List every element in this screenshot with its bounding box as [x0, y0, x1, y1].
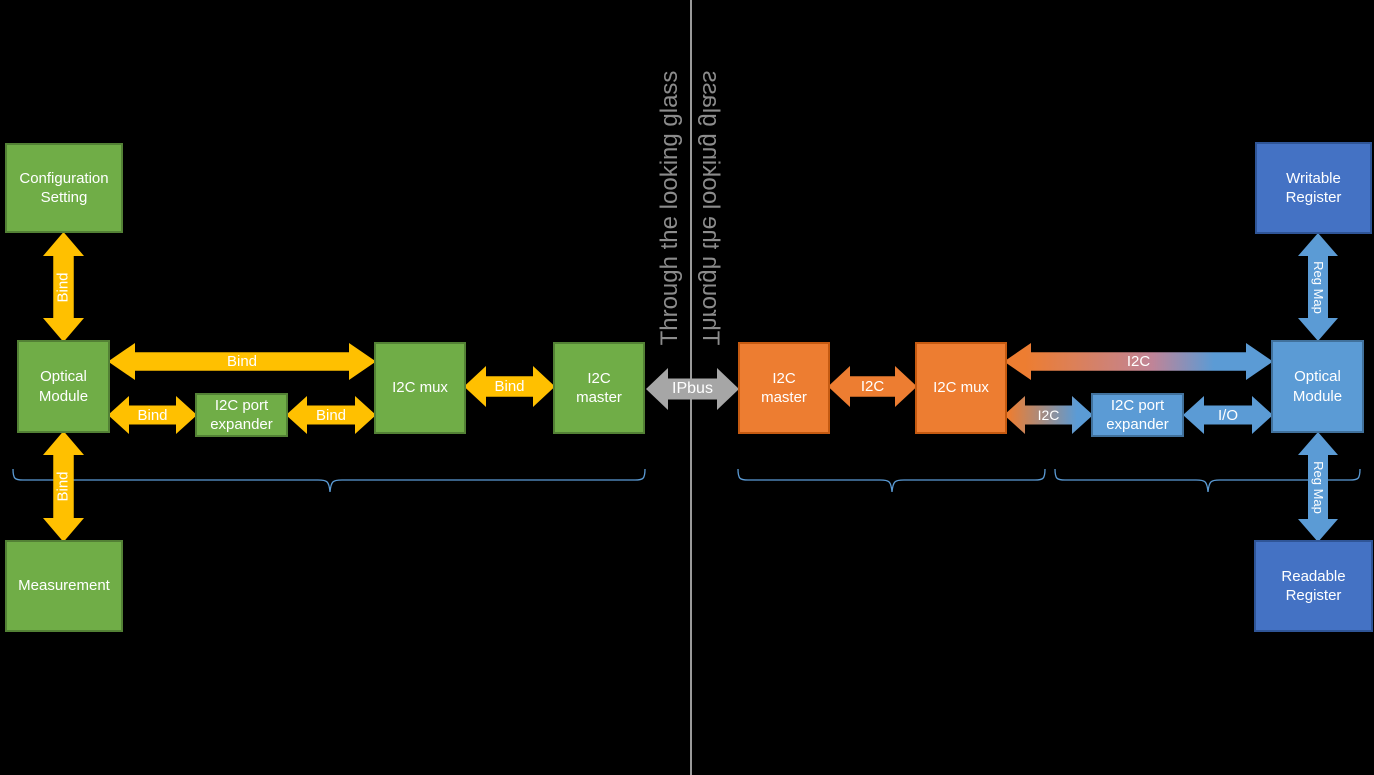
mirror-text-left: Through the looking glass [656, 70, 683, 346]
box-writable-register: Writable Register [1255, 142, 1372, 234]
box-i2c-mux-left: I2C mux [374, 342, 466, 434]
box-label: I2C master [761, 369, 807, 406]
box-configuration-setting: Configuration Setting [5, 143, 123, 233]
arrow-label: Bind [494, 378, 525, 395]
arrow-label: Bind [55, 471, 72, 502]
box-label: Readable Register [1281, 567, 1346, 604]
arrow-label: I2C [860, 378, 885, 395]
box-label: I2C mux [933, 379, 989, 397]
box-label: Optical Module [38, 368, 89, 405]
box-measurement: Measurement [5, 540, 123, 632]
box-i2c-port-expander-right: I2C port expander [1091, 393, 1184, 437]
box-label: Optical Module [1292, 368, 1343, 405]
box-label: Measurement [18, 577, 110, 595]
arrow-label: Bind [55, 271, 72, 303]
box-i2c-master-right: I2C master [738, 342, 830, 434]
box-optical-module-right: Optical Module [1271, 340, 1364, 433]
arrow-label: I2C [1037, 407, 1060, 423]
box-i2c-mux-right: I2C mux [915, 342, 1007, 434]
brace-left-group [12, 468, 646, 493]
box-label: I2C mux [392, 379, 448, 397]
box-i2c-master-left: I2C master [553, 342, 645, 434]
box-label: Configuration Setting [19, 169, 109, 206]
arrow-label: Bind [226, 353, 258, 370]
box-label: I2C port expander [210, 396, 273, 433]
arrow-label: Reg Map [1310, 460, 1326, 514]
arrow-label: Bind [137, 406, 168, 424]
box-label: I2C master [576, 369, 622, 406]
box-readable-register: Readable Register [1254, 540, 1373, 632]
box-i2c-port-expander-left: I2C port expander [195, 393, 288, 437]
arrow-label: I/O [1217, 406, 1238, 424]
arrow-label: IPbus [672, 380, 713, 397]
arrow-label: Bind [315, 406, 347, 424]
box-label: Writable Register [1285, 169, 1342, 206]
brace-right-group [1054, 468, 1361, 493]
box-optical-module-left: Optical Module [17, 340, 110, 433]
mirror-text-right: Through the looking glass [697, 70, 724, 346]
box-label: I2C port expander [1106, 396, 1169, 433]
arrow-label: I2C [1126, 353, 1151, 370]
brace-middle-group [737, 468, 1046, 493]
arrow-label: Reg Map [1310, 260, 1326, 314]
